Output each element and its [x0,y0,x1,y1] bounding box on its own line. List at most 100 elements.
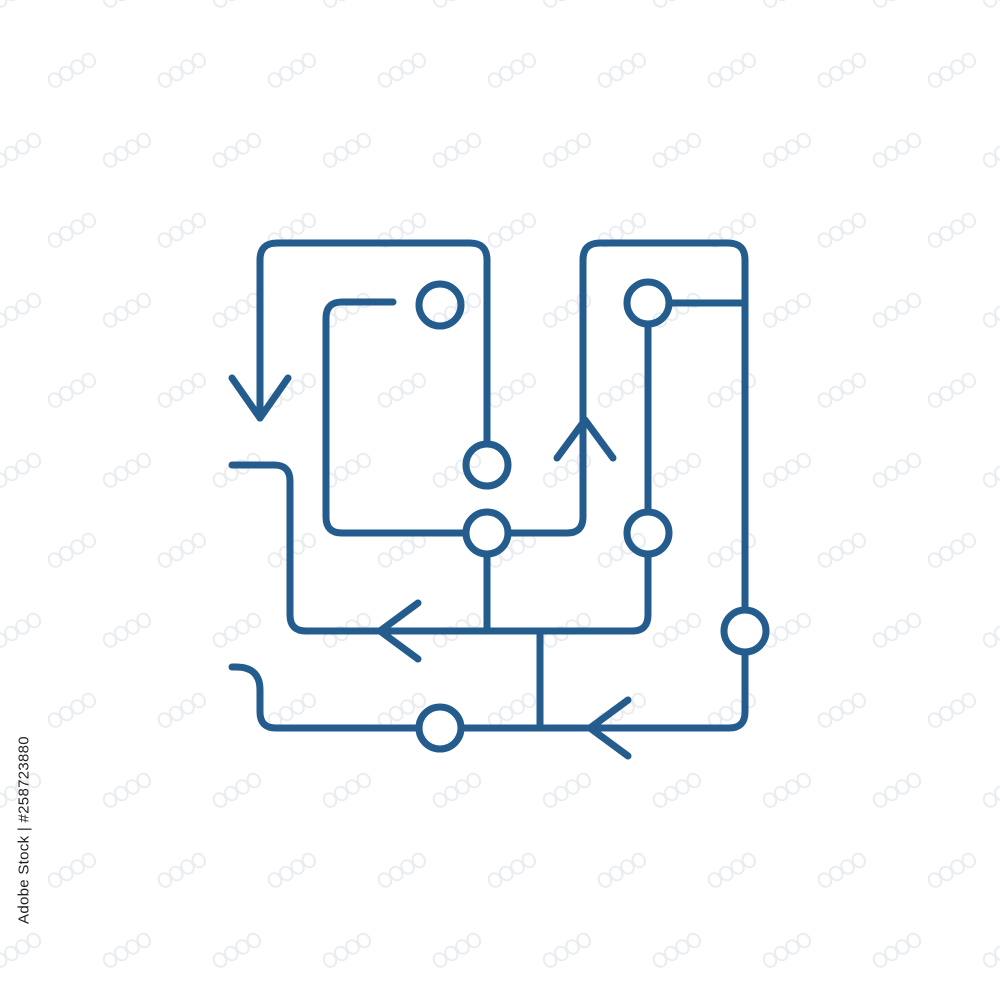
watermark-mark [0,452,42,488]
watermark-mark [652,772,702,808]
watermark-mark [927,692,977,728]
watermark-mark [377,372,427,408]
watermark-mark [487,372,537,408]
node-circle [462,508,512,558]
stock-id-label: Adobe Stock | #258723880 [15,736,33,924]
middle-horizontal-path [228,461,652,635]
watermark-mark [0,612,42,648]
watermark-mark [982,625,1000,648]
watermark-mark [0,292,42,328]
watermark-mark [487,212,537,248]
watermark-mark [212,292,262,328]
watermark-mark [817,852,867,888]
watermark-mark [212,452,262,488]
watermark-mark [597,372,647,408]
watermark-mark [982,465,1000,488]
watermark-mark [377,852,427,888]
watermark-mark [432,132,482,168]
watermark-mark [762,132,812,168]
watermark-mark [47,532,97,568]
node-circle [415,703,465,753]
watermark-mark [982,785,1000,808]
outer-left-loop-path [256,239,491,447]
watermark-mark [102,932,152,968]
watermark-mark [102,772,152,808]
watermark-mark [817,532,867,568]
watermark-mark [47,692,97,728]
watermark-mark [377,532,427,568]
watermark-mark [212,0,239,8]
watermark-mark [377,52,427,88]
watermark-mark [157,212,207,248]
watermark-mark [597,52,647,88]
watermark-mark [927,852,977,888]
watermark-mark [212,772,262,808]
watermark-mark [707,532,757,568]
watermark-mark [322,772,372,808]
watermark-mark [0,772,42,808]
watermark-mark [762,292,812,328]
watermark-mark [927,532,977,568]
watermark-mark [47,852,97,888]
watermark-mark [0,932,42,968]
watermark-mark [982,145,1000,168]
watermark-mark [102,0,129,8]
watermark-mark [157,52,207,88]
watermark-mark [652,612,702,648]
watermark-mark [322,452,372,488]
node-circle [720,606,770,656]
watermark-mark [927,372,977,408]
watermark-mark [322,0,349,8]
watermark-mark [872,292,922,328]
watermark-mark [212,132,262,168]
watermark-mark [817,372,867,408]
watermark-mark [982,945,1000,968]
watermark-mark [652,132,702,168]
arrow-down-icon [228,374,292,422]
watermark-mark [982,305,1000,328]
watermark-mark [102,612,152,648]
watermark-mark [707,372,757,408]
watermark-mark [102,292,152,328]
watermark-mark [322,132,372,168]
watermark-mark [157,692,207,728]
watermark-mark [707,52,757,88]
watermark-mark [432,772,482,808]
watermark-mark [762,932,812,968]
watermark-mark [817,52,867,88]
watermark-mark [157,852,207,888]
node-circle [415,280,465,330]
watermark-mark [157,372,207,408]
watermark-mark [267,852,317,888]
watermark-mark [212,932,262,968]
watermark-mark [542,772,592,808]
watermark-mark [322,932,372,968]
node-circle [623,508,673,558]
watermark-mark [377,692,427,728]
watermark-mark [927,52,977,88]
watermark-mark [872,932,922,968]
watermark-mark [0,0,19,8]
watermark-mark [872,772,922,808]
watermark-mark [0,132,42,168]
watermark-mark [927,212,977,248]
watermark-mark [762,0,789,8]
workflow-paths-icon [228,239,770,760]
node-circle [623,278,673,328]
watermark-mark [597,852,647,888]
watermark-mark [47,372,97,408]
watermark-mark [817,692,867,728]
watermark-mark [542,452,592,488]
watermark-mark [102,132,152,168]
node-circle [462,440,512,490]
watermark-mark [542,0,569,8]
watermark-mark [47,212,97,248]
watermark-mark [432,0,459,8]
watermark-mark [432,932,482,968]
watermark-mark [267,52,317,88]
arrow-left-icon [376,599,422,663]
watermark-mark [707,852,757,888]
watermark-mark [707,692,757,728]
watermark-mark [652,932,702,968]
